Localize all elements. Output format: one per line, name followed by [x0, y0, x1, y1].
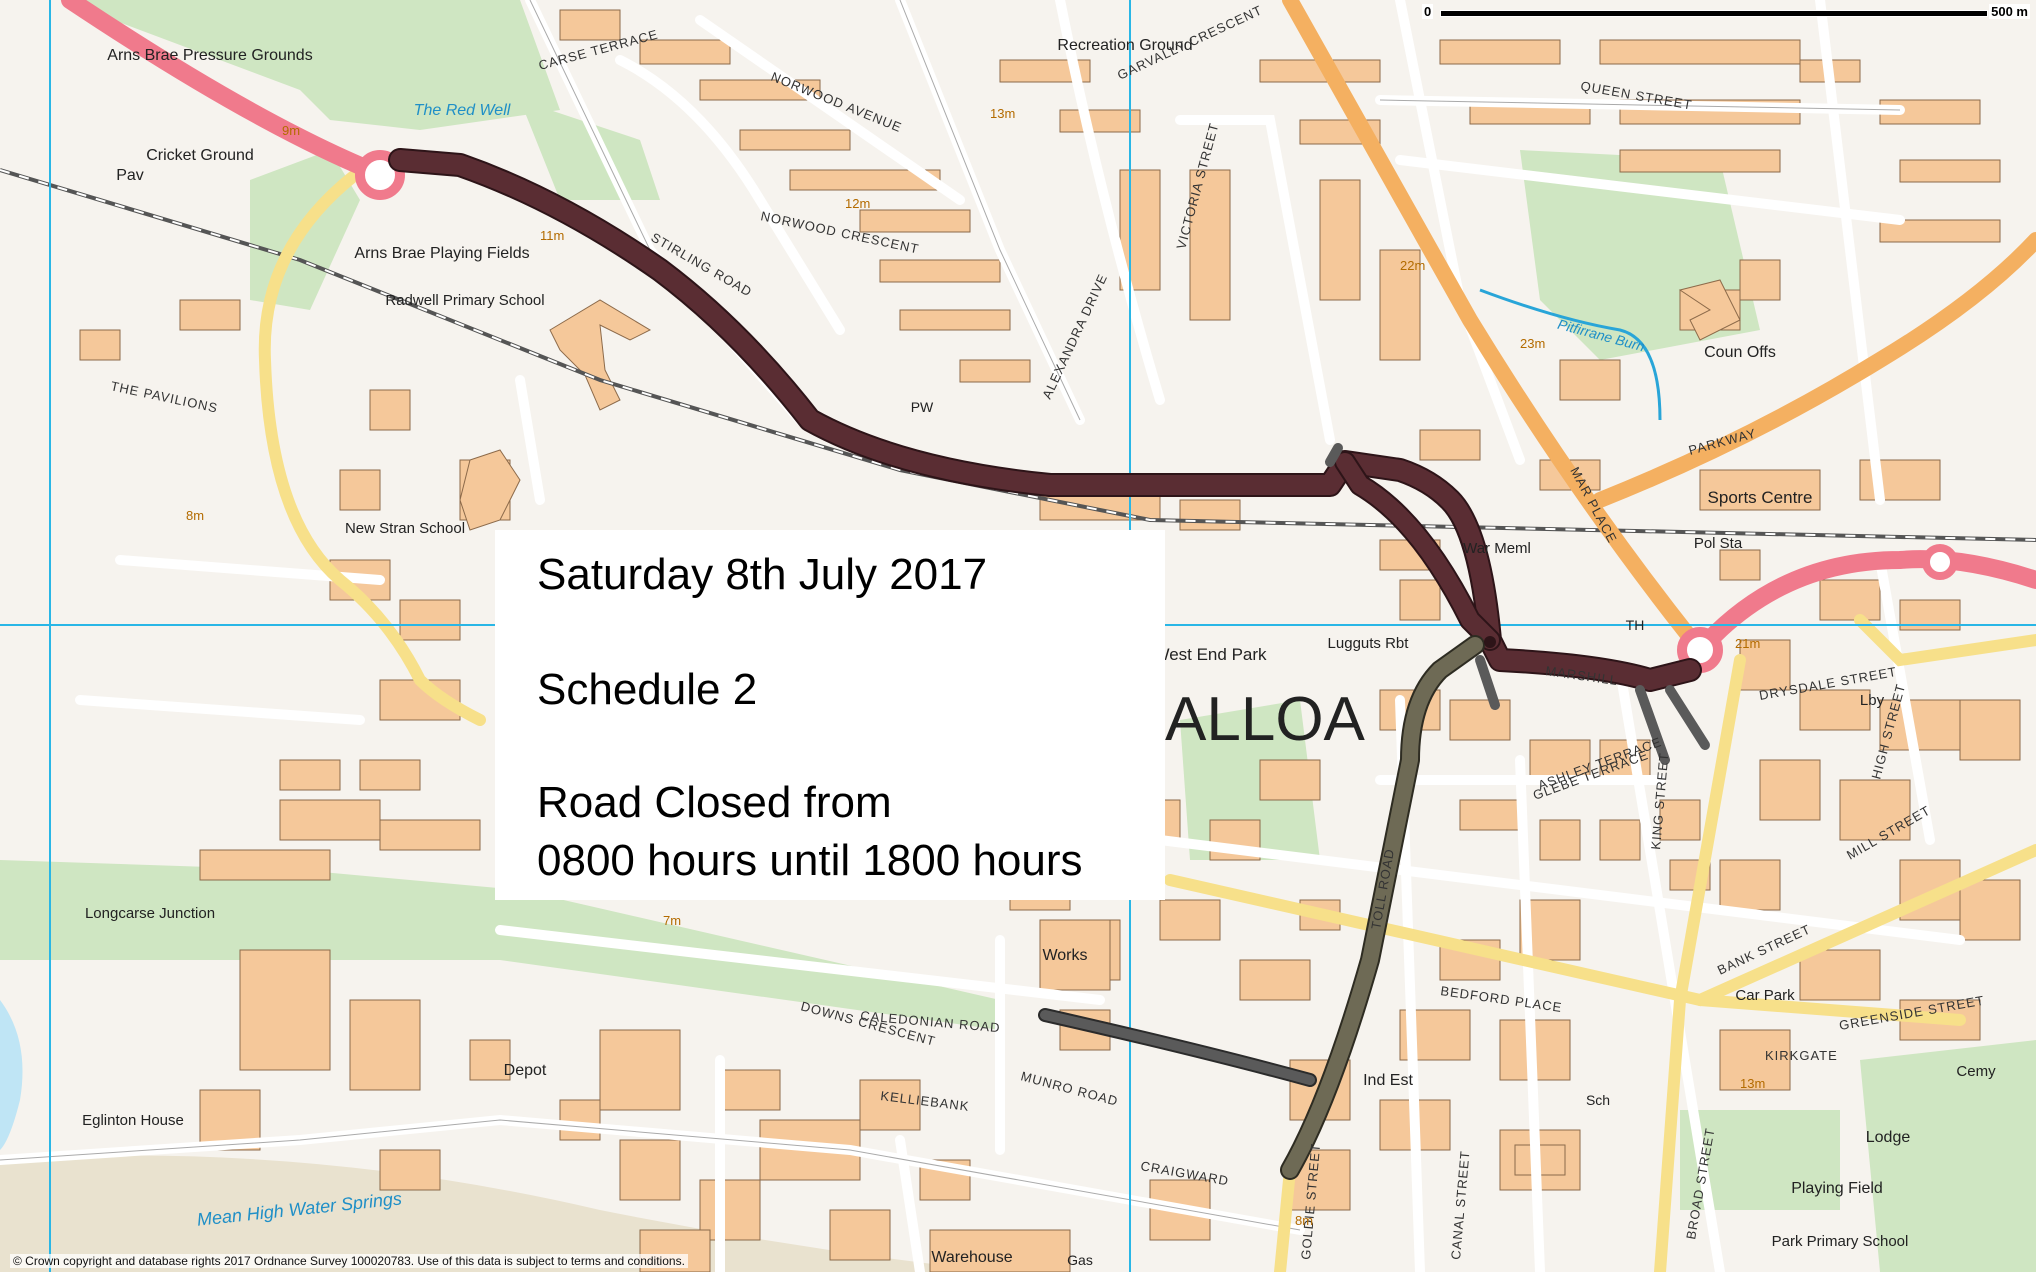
place-labels: ALLOA Arns Brae Pressure Grounds Cricket…	[82, 37, 1996, 1268]
closure-text-line-2: 0800 hours until 1800 hours	[537, 836, 1083, 885]
closure-text-line-1: Road Closed from	[537, 778, 892, 827]
area-label: Coun Offs	[1704, 344, 1776, 361]
town-label: ALLOA	[1165, 685, 1366, 754]
copyright-notice: © Crown copyright and database rights 20…	[10, 1254, 688, 1268]
road-label: KIRKGATE	[1765, 1048, 1838, 1063]
height-label: 8m	[1295, 1213, 1313, 1228]
side-closures	[1325, 443, 1710, 765]
height-label: 22m	[1400, 258, 1425, 273]
a-road	[61, 0, 2036, 659]
minor-roads-yellow	[258, 169, 2036, 1272]
closure-junctions	[1484, 636, 1496, 648]
secondary-route	[1038, 635, 1485, 1180]
area-label: Arns Brae Pressure Grounds	[107, 47, 312, 64]
buildings	[79, 9, 2021, 1272]
b-road	[1282, 0, 2036, 658]
schedule-number: Schedule 2	[537, 665, 758, 714]
area-label: War Meml	[1463, 540, 1531, 557]
height-label: 13m	[990, 106, 1015, 121]
scale-end-label: 500 m	[1989, 4, 2030, 19]
area-label: Car Park	[1735, 987, 1795, 1004]
height-label: 8m	[186, 508, 204, 523]
area-label: Cemy	[1956, 1063, 1996, 1080]
height-label: 12m	[845, 196, 870, 211]
area-label: TH	[1626, 617, 1645, 633]
height-label: 21m	[1735, 636, 1760, 651]
area-label: Park Primary School	[1772, 1233, 1909, 1250]
scale-bar: 0 500 m	[1420, 4, 2032, 24]
area-label: Arns Brae Playing Fields	[354, 245, 529, 262]
area-label: Pol Sta	[1694, 535, 1743, 552]
height-label: 9m	[282, 123, 300, 138]
area-label: Eglinton House	[82, 1112, 184, 1129]
area-label: Gas	[1067, 1252, 1093, 1268]
area-label: Depot	[504, 1062, 547, 1079]
event-date: Saturday 8th July 2017	[537, 550, 988, 599]
area-label: Playing Field	[1791, 1180, 1883, 1197]
railway	[0, 168, 2036, 542]
height-labels: 9m 11m 8m 13m 12m 22m 23m 21m 7m 8m 13m	[186, 106, 1765, 1228]
area-label: Recreation Ground	[1057, 37, 1192, 54]
height-label: 11m	[540, 228, 564, 243]
area-label: Radwell Primary School	[385, 292, 544, 309]
area-label: Sch	[1586, 1092, 1610, 1108]
area-label: Longcarse Junction	[85, 905, 215, 922]
area-label: Ind Est	[1363, 1072, 1413, 1089]
water-areas	[0, 288, 1662, 1272]
area-label: Lby	[1860, 692, 1885, 709]
height-label: 13m	[1740, 1076, 1765, 1091]
area-label: Pav	[116, 167, 144, 184]
area-label: Cricket Ground	[146, 147, 254, 164]
school-building-radwell	[549, 299, 652, 411]
area-label: Works	[1042, 947, 1087, 964]
area-label: Sports Centre	[1708, 488, 1813, 507]
closure-notice-panel: Saturday 8th July 2017 Schedule 2 Road C…	[495, 530, 1165, 900]
scale-start-label: 0	[1422, 4, 1434, 19]
area-label: Lodge	[1866, 1129, 1911, 1146]
well-label: The Red Well	[414, 102, 511, 119]
area-label: New Stran School	[345, 520, 465, 537]
height-label: 23m	[1520, 336, 1545, 351]
height-label: 7m	[663, 913, 681, 928]
area-label: PW	[911, 399, 934, 415]
area-label: Warehouse	[931, 1249, 1012, 1266]
school-building-stran	[459, 449, 521, 531]
scale-line	[1440, 10, 1988, 17]
area-label: Lugguts Rbt	[1328, 635, 1410, 652]
area-label: West End Park	[1153, 645, 1267, 664]
coun-offs-building	[1499, 279, 1741, 1191]
